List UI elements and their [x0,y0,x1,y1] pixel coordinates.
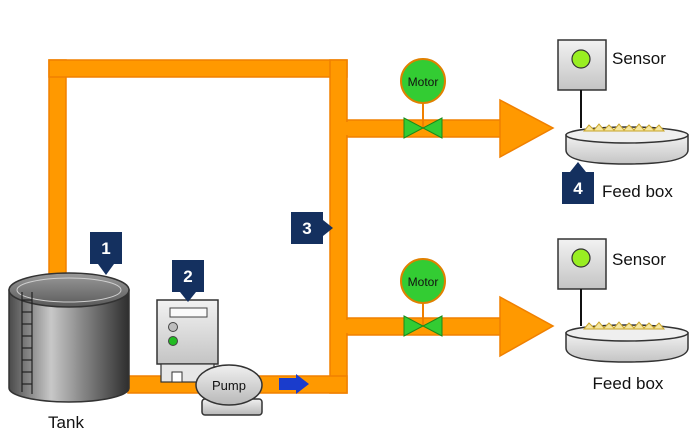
tank: Tank [8,272,130,432]
callout-1-number: 1 [101,239,110,258]
pipe-left-riser [48,59,67,291]
sensor-top: Sensor [557,39,666,128]
panel-indicator-green [168,336,178,346]
feed-box-top: Feed box [565,123,689,201]
feed-box-bottom-label: Feed box [593,374,664,393]
flow-direction-arrow [279,374,309,394]
callout-1: 1 [90,232,122,275]
panel-indicator-grey [168,322,178,332]
motor-bottom-label: Motor [408,275,439,289]
pipe-arrow-bottom [499,295,555,358]
callout-3: 3 [291,212,333,244]
motor-bottom: Motor [400,258,446,304]
callout-3-number: 3 [302,219,311,238]
tank-label: Tank [48,413,84,432]
pipe-top-run [48,59,348,78]
feed-box-bottom: Feed box [565,321,689,393]
pipe-arrow-top [499,98,555,159]
callout-2-number: 2 [183,267,192,286]
valve-top [403,101,443,139]
motor-top: Motor [400,58,446,104]
pipe-network [48,59,555,394]
pipe-right-riser [329,59,348,394]
sensor-top-label: Sensor [612,49,666,68]
motor-top-label: Motor [408,75,439,89]
pump: Pump [195,364,263,416]
tank-ladder [21,292,33,394]
feed-box-top-label: Feed box [602,182,673,201]
sensor-bottom-label: Sensor [612,250,666,269]
callout-4: 4 [562,162,594,204]
sensor-bottom: Sensor [557,238,666,326]
valve-bottom [403,300,443,337]
pump-label: Pump [212,378,246,393]
control-panel [156,299,219,383]
callout-4-number: 4 [573,179,583,198]
callout-2: 2 [172,260,204,302]
